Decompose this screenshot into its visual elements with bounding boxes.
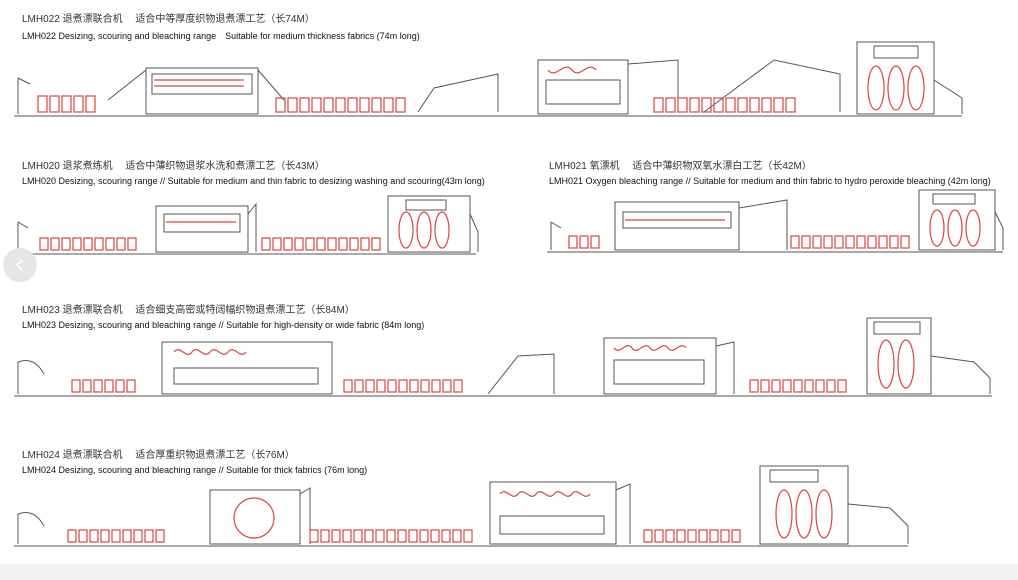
footer-band [0,564,1018,580]
machine-title-cn: LMH023 退煮漂联合机 适合细支高密或特阔幅织物退煮漂工艺（长84M） [22,305,355,316]
machine-title-en: LMH023 Desizing, scouring and bleaching … [22,320,425,330]
machine-diagram-lmh024 [14,465,909,547]
machine-title-cn: LMH024 退煮漂联合机 适合厚重织物退煮漂工艺（长76M） [22,450,295,461]
machine-lmh021-caption: LMH021 氧漂机 适合中薄织物双氧水漂白工艺（长42M） LMH021 Ox… [549,157,991,186]
machine-lmh022-caption: LMH022 退煮漂联合机 适合中等厚度织物退煮漂工艺（长74M） LMH022… [22,10,420,42]
machine-title-cn: LMH020 退浆煮练机 适合中薄织物退浆水洗和煮漂工艺（长43M） [22,161,325,172]
machine-diagram-lmh021 [547,189,1004,253]
machine-diagram-lmh023 [14,317,992,397]
machine-title-cn: LMH022 退煮漂联合机 适合中等厚度织物退煮漂工艺（长74M） [22,14,315,25]
machine-lmh020-caption: LMH020 退浆煮练机 适合中薄织物退浆水洗和煮漂工艺（长43M） LMH02… [22,157,485,186]
machine-lmh024-caption: LMH024 退煮漂联合机 适合厚重织物退煮漂工艺（长76M） LMH024 D… [22,446,367,475]
machine-title-en: LMH024 Desizing, scouring and bleaching … [22,465,368,475]
machine-diagram-lmh022 [14,41,963,117]
machine-title-en: LMH022 Desizing, scouring and bleaching … [22,31,420,41]
machine-title-en: LMH020 Desizing, scouring range // Suita… [22,176,485,186]
machine-title-en: LMH021 Oxygen bleaching range // Suitabl… [549,176,991,186]
machine-title-cn: LMH021 氧漂机 适合中薄织物双氧水漂白工艺（长42M） [549,161,812,172]
machine-diagram-lmh020 [14,195,479,255]
chevron-left-icon [15,259,23,271]
carousel-prev-button[interactable] [3,248,37,282]
machine-lmh023-caption: LMH023 退煮漂联合机 适合细支高密或特阔幅织物退煮漂工艺（长84M） LM… [22,301,424,330]
